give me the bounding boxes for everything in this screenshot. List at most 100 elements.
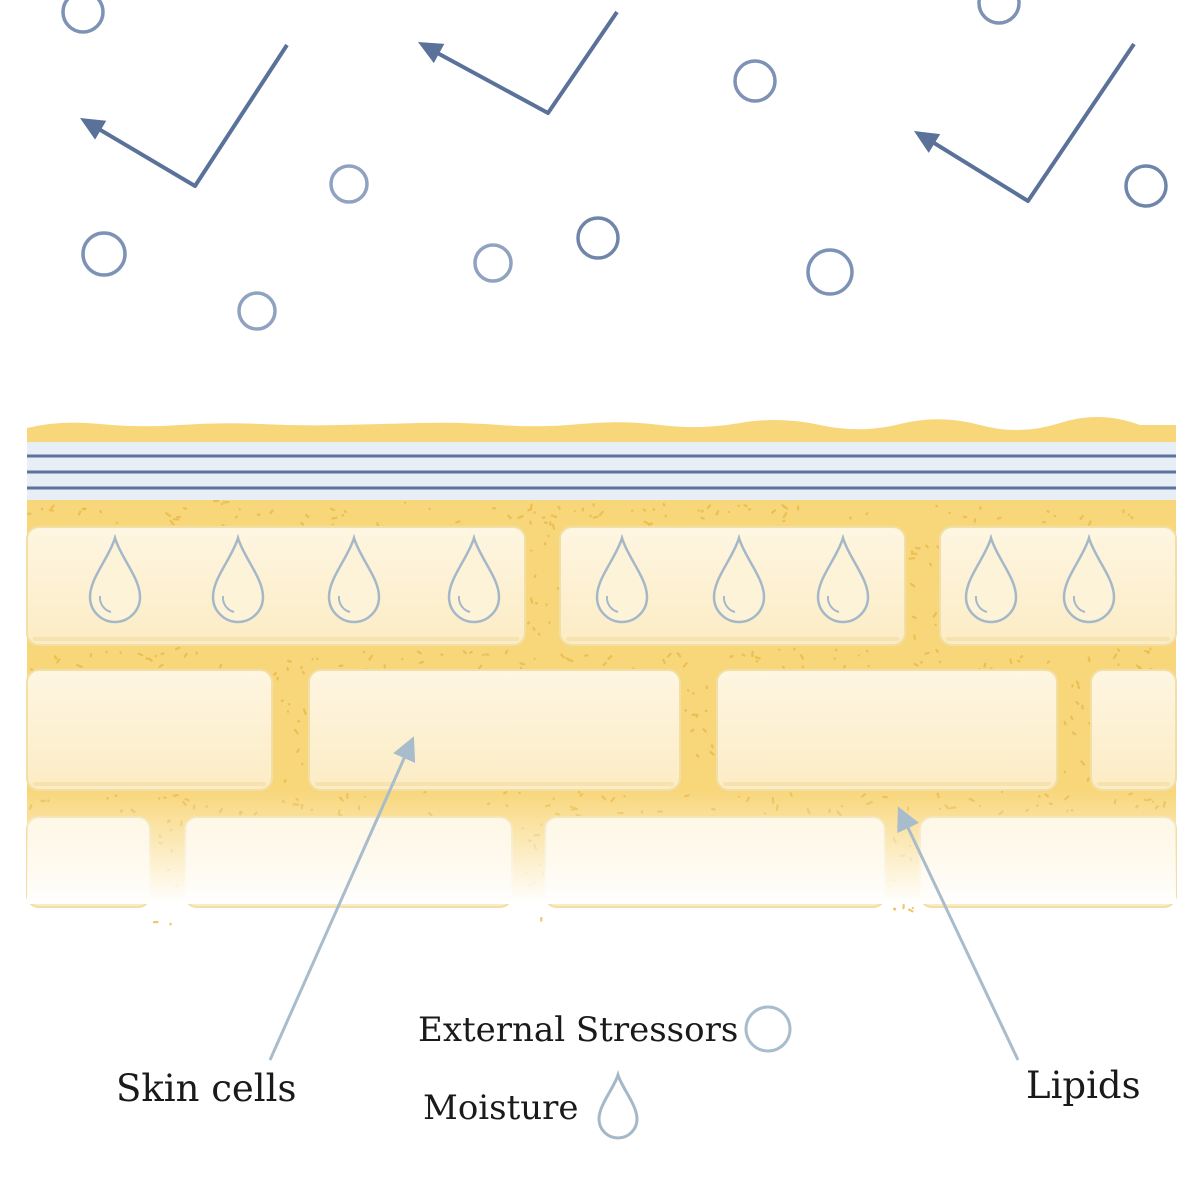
lipid-speck [331, 516, 338, 520]
stressor-circle-4 [237, 291, 277, 331]
lipid-speck [1071, 684, 1074, 688]
skin-cell-6 [716, 669, 1058, 791]
lipid-speck [801, 665, 805, 669]
skin-cell-body [716, 669, 1058, 791]
lipid-speck [530, 549, 533, 552]
lipids-leader [897, 806, 1020, 1061]
drop-outline [1062, 533, 1116, 624]
lipid-speck [440, 653, 444, 657]
lipid-speck [533, 574, 537, 578]
lipid-speck [545, 603, 548, 606]
lipid-speck [81, 507, 86, 510]
lipid-speck [676, 652, 682, 658]
uv-rays [80, 10, 1136, 203]
lipid-speck [849, 516, 852, 520]
lipid-speck [799, 654, 805, 660]
skin-cell-body [26, 526, 526, 646]
uv-ray-arrowhead-2 [418, 42, 445, 64]
lipid-speck [664, 514, 667, 518]
lipid-speck [932, 611, 938, 618]
lipid-speck [160, 652, 165, 656]
lipid-speck [238, 508, 241, 511]
drop-highlight [457, 595, 471, 613]
stressor-circle-2 [329, 164, 369, 204]
lipid-speck [710, 744, 714, 749]
lipid-speck [293, 728, 299, 735]
drop-outline [595, 533, 649, 624]
lipid-speck [481, 653, 484, 656]
moisture-drop-icon-8 [964, 533, 1018, 624]
lipid-speck [529, 520, 532, 525]
bottom-fade [27, 790, 1176, 904]
drop-outline [964, 533, 1018, 624]
lipid-speck [484, 653, 490, 656]
lipid-speck [276, 676, 279, 681]
lipid-speck [548, 621, 551, 624]
lipid-speck [519, 666, 523, 670]
lipid-speck [137, 652, 144, 657]
lipid-speck [935, 648, 939, 653]
lipid-speck [1149, 647, 1152, 651]
lipid-speck [383, 664, 386, 669]
lipid-speck [158, 663, 164, 669]
skin-cell-shadow [315, 782, 674, 786]
lipid-speck [507, 514, 512, 520]
lipid-speck [865, 649, 869, 653]
lipid-speck [907, 908, 914, 913]
legend-stressor-icon [744, 1005, 792, 1053]
lipid-speck [1127, 513, 1130, 516]
lipid-speck [978, 506, 982, 510]
lipid-speck [782, 519, 786, 523]
lipid-speck [273, 672, 277, 676]
skin-cells-leader [268, 736, 416, 1061]
lipid-speck [643, 520, 650, 525]
lipid-speck [1081, 704, 1084, 710]
lipid-speck [376, 522, 380, 528]
lipid-speck [154, 654, 157, 658]
lipid-speck [119, 651, 122, 654]
lipid-speck [368, 654, 374, 661]
lipid-speck [948, 511, 951, 514]
lipid-speck [911, 615, 917, 619]
lipid-speck [747, 508, 752, 511]
lipid-speck [565, 657, 570, 661]
lipid-speck [1009, 658, 1013, 665]
lipid-speck [311, 658, 314, 661]
skin-cell-4 [26, 669, 273, 791]
lipid-speck [533, 511, 536, 514]
drop-highlight [1072, 595, 1086, 613]
lipid-speck [913, 634, 917, 640]
lipid-speck [584, 654, 589, 657]
lipid-speck [1087, 656, 1091, 663]
lipid-speck [793, 647, 796, 651]
lipid-speck [911, 906, 914, 910]
lipid-speck [1112, 653, 1118, 660]
drop-outline [447, 533, 501, 624]
lipid-speck [173, 518, 180, 521]
lipid-speck [573, 509, 576, 513]
lipid-speck [1053, 514, 1057, 518]
lipid-speck [560, 653, 565, 659]
lipid-speck [598, 510, 604, 517]
lipid-speck [517, 515, 524, 520]
lipid-speck [700, 509, 704, 513]
lipid-speck [697, 509, 700, 512]
skin-cells-label: Skin cells [116, 1067, 297, 1110]
lipid-speck [401, 657, 404, 661]
lipid-speck [602, 661, 607, 667]
drop-highlight [337, 595, 351, 613]
uv-ray-3 [924, 42, 1136, 203]
lipid-speck [1075, 701, 1080, 705]
skin-cell-shadow [723, 782, 1051, 786]
lipid-speck [428, 507, 431, 511]
lipid-speck [529, 503, 533, 511]
lipid-speck [642, 508, 647, 512]
stressor-circle-8 [806, 248, 854, 296]
lipid-speck [169, 922, 172, 926]
lipid-speck [729, 654, 734, 659]
lipid-speck [280, 699, 285, 702]
lipid-speck [909, 582, 916, 588]
lipid-speck [834, 648, 838, 652]
skin-cell-body [26, 669, 273, 791]
lipid-speck [526, 621, 531, 625]
